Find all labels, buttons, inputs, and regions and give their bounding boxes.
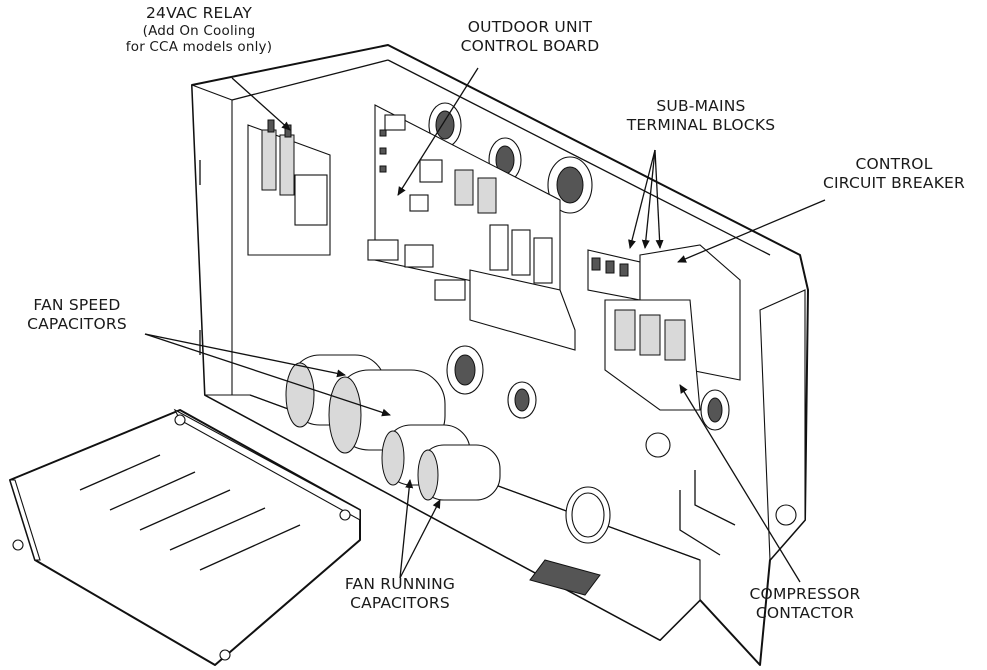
sub-mains-label-line2: TERMINAL BLOCKS <box>626 115 776 134</box>
relay-label: 24VAC RELAY (Add On Cooling for CCA mode… <box>100 4 298 56</box>
mid-relay-block <box>469 224 576 351</box>
control-board-leader <box>397 67 479 196</box>
knockout-hole <box>775 504 797 526</box>
fan-running-leader-1 <box>399 479 414 579</box>
fan-speed-label: FAN SPEED CAPACITORS <box>2 296 152 334</box>
relay-label-line3: for CCA models only) <box>125 39 273 56</box>
fan-speed-leader-2 <box>144 333 391 417</box>
terminal-blocks-component <box>587 249 641 301</box>
relay-label-line1: 24VAC RELAY <box>145 4 253 22</box>
fan-running-capacitors-component <box>381 424 501 501</box>
cover-panel <box>9 408 361 666</box>
fan-running-label: FAN RUNNING CAPACITORS <box>320 575 480 613</box>
fan-speed-leader-1 <box>144 333 346 378</box>
enclosure-right-wall <box>759 289 806 562</box>
sub-mains-label: SUB-MAINS TERMINAL BLOCKS <box>603 97 799 135</box>
breaker-leader <box>677 199 826 263</box>
relay-label-line2: (Add On Cooling <box>142 22 256 39</box>
sub-mains-label-line1: SUB-MAINS <box>656 97 746 115</box>
breaker-label: CONTROL CIRCUIT BREAKER <box>806 155 982 193</box>
knockout-hole <box>645 432 671 458</box>
leader-lines <box>144 67 826 583</box>
sub-mains-leader-3 <box>654 149 664 249</box>
grommets <box>428 102 730 431</box>
compressor-label-line2: CONTACTOR <box>755 603 855 622</box>
enclosure <box>191 44 809 666</box>
rating-plate <box>529 559 601 596</box>
fan-running-label-line2: CAPACITORS <box>350 593 450 612</box>
compressor-leader <box>679 384 801 583</box>
compressor-label-line1: COMPRESSOR <box>749 585 861 603</box>
fan-speed-label-line2: CAPACITORS <box>27 314 127 333</box>
control-board-label-line1: OUTDOOR UNIT <box>467 18 593 36</box>
compressor-label: COMPRESSOR CONTACTOR <box>725 585 885 623</box>
control-board-label: OUTDOOR UNIT CONTROL BOARD <box>430 18 630 56</box>
cable-tie <box>565 486 611 544</box>
fan-running-label-line1: FAN RUNNING <box>344 575 456 593</box>
compressor-contactor-component <box>604 299 701 411</box>
relay-leader <box>231 77 291 131</box>
breaker-label-line1: CONTROL <box>855 155 933 173</box>
control-board-label-line2: CONTROL BOARD <box>460 36 600 55</box>
fan-speed-label-line1: FAN SPEED <box>33 296 121 314</box>
sub-mains-leader-1 <box>628 149 656 249</box>
fan-running-leader-2 <box>399 499 441 579</box>
sub-mains-leader-2 <box>641 149 656 249</box>
breaker-label-line2: CIRCUIT BREAKER <box>822 173 966 192</box>
